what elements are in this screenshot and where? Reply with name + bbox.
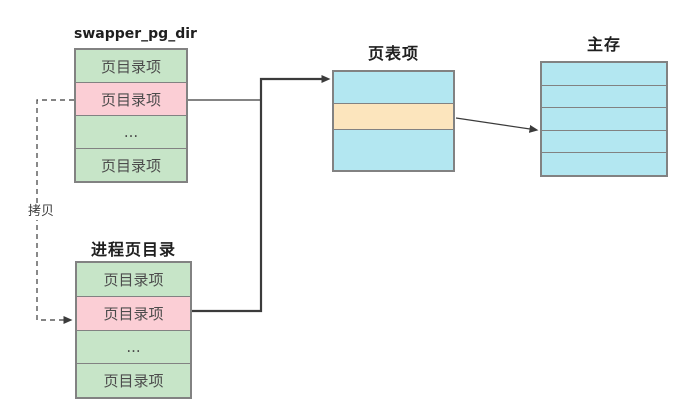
swapper-pg-dir-title: swapper_pg_dir [74, 26, 197, 42]
table-row [542, 153, 666, 175]
table-row: ... [77, 330, 190, 365]
main-memory-title: 主存 [586, 35, 621, 54]
process-page-directory-title: 进程页目录 [90, 240, 176, 259]
process-entry-to-pagetable-arrow [192, 75, 331, 313]
table-row: 页目录项 [76, 149, 186, 181]
table-row [542, 130, 666, 154]
table-row [542, 63, 666, 86]
table-row [542, 85, 666, 109]
table-row: ... [76, 116, 186, 149]
copy-edge-label: 拷贝 [22, 203, 60, 220]
table-row: 页目录项 [76, 50, 186, 83]
table-row: 页目录项 [77, 364, 190, 397]
table-row [542, 108, 666, 131]
swapper-pg-dir-table: 页目录项 页目录项 ... 页目录项 [74, 48, 188, 183]
table-row-highlighted [334, 104, 453, 130]
main-memory-table [540, 61, 668, 177]
table-row: 页目录项 [77, 263, 190, 297]
page-table-entries-title: 页表项 [367, 44, 419, 63]
process-page-directory-table: 页目录项 页目录项 ... 页目录项 [75, 261, 192, 399]
table-row-highlighted: 页目录项 [77, 296, 190, 331]
pagetable-to-memory-arrow [455, 117, 539, 133]
table-row [334, 129, 453, 170]
page-table-entries-table [332, 70, 455, 172]
table-row-highlighted: 页目录项 [76, 83, 186, 116]
table-row [334, 72, 453, 105]
